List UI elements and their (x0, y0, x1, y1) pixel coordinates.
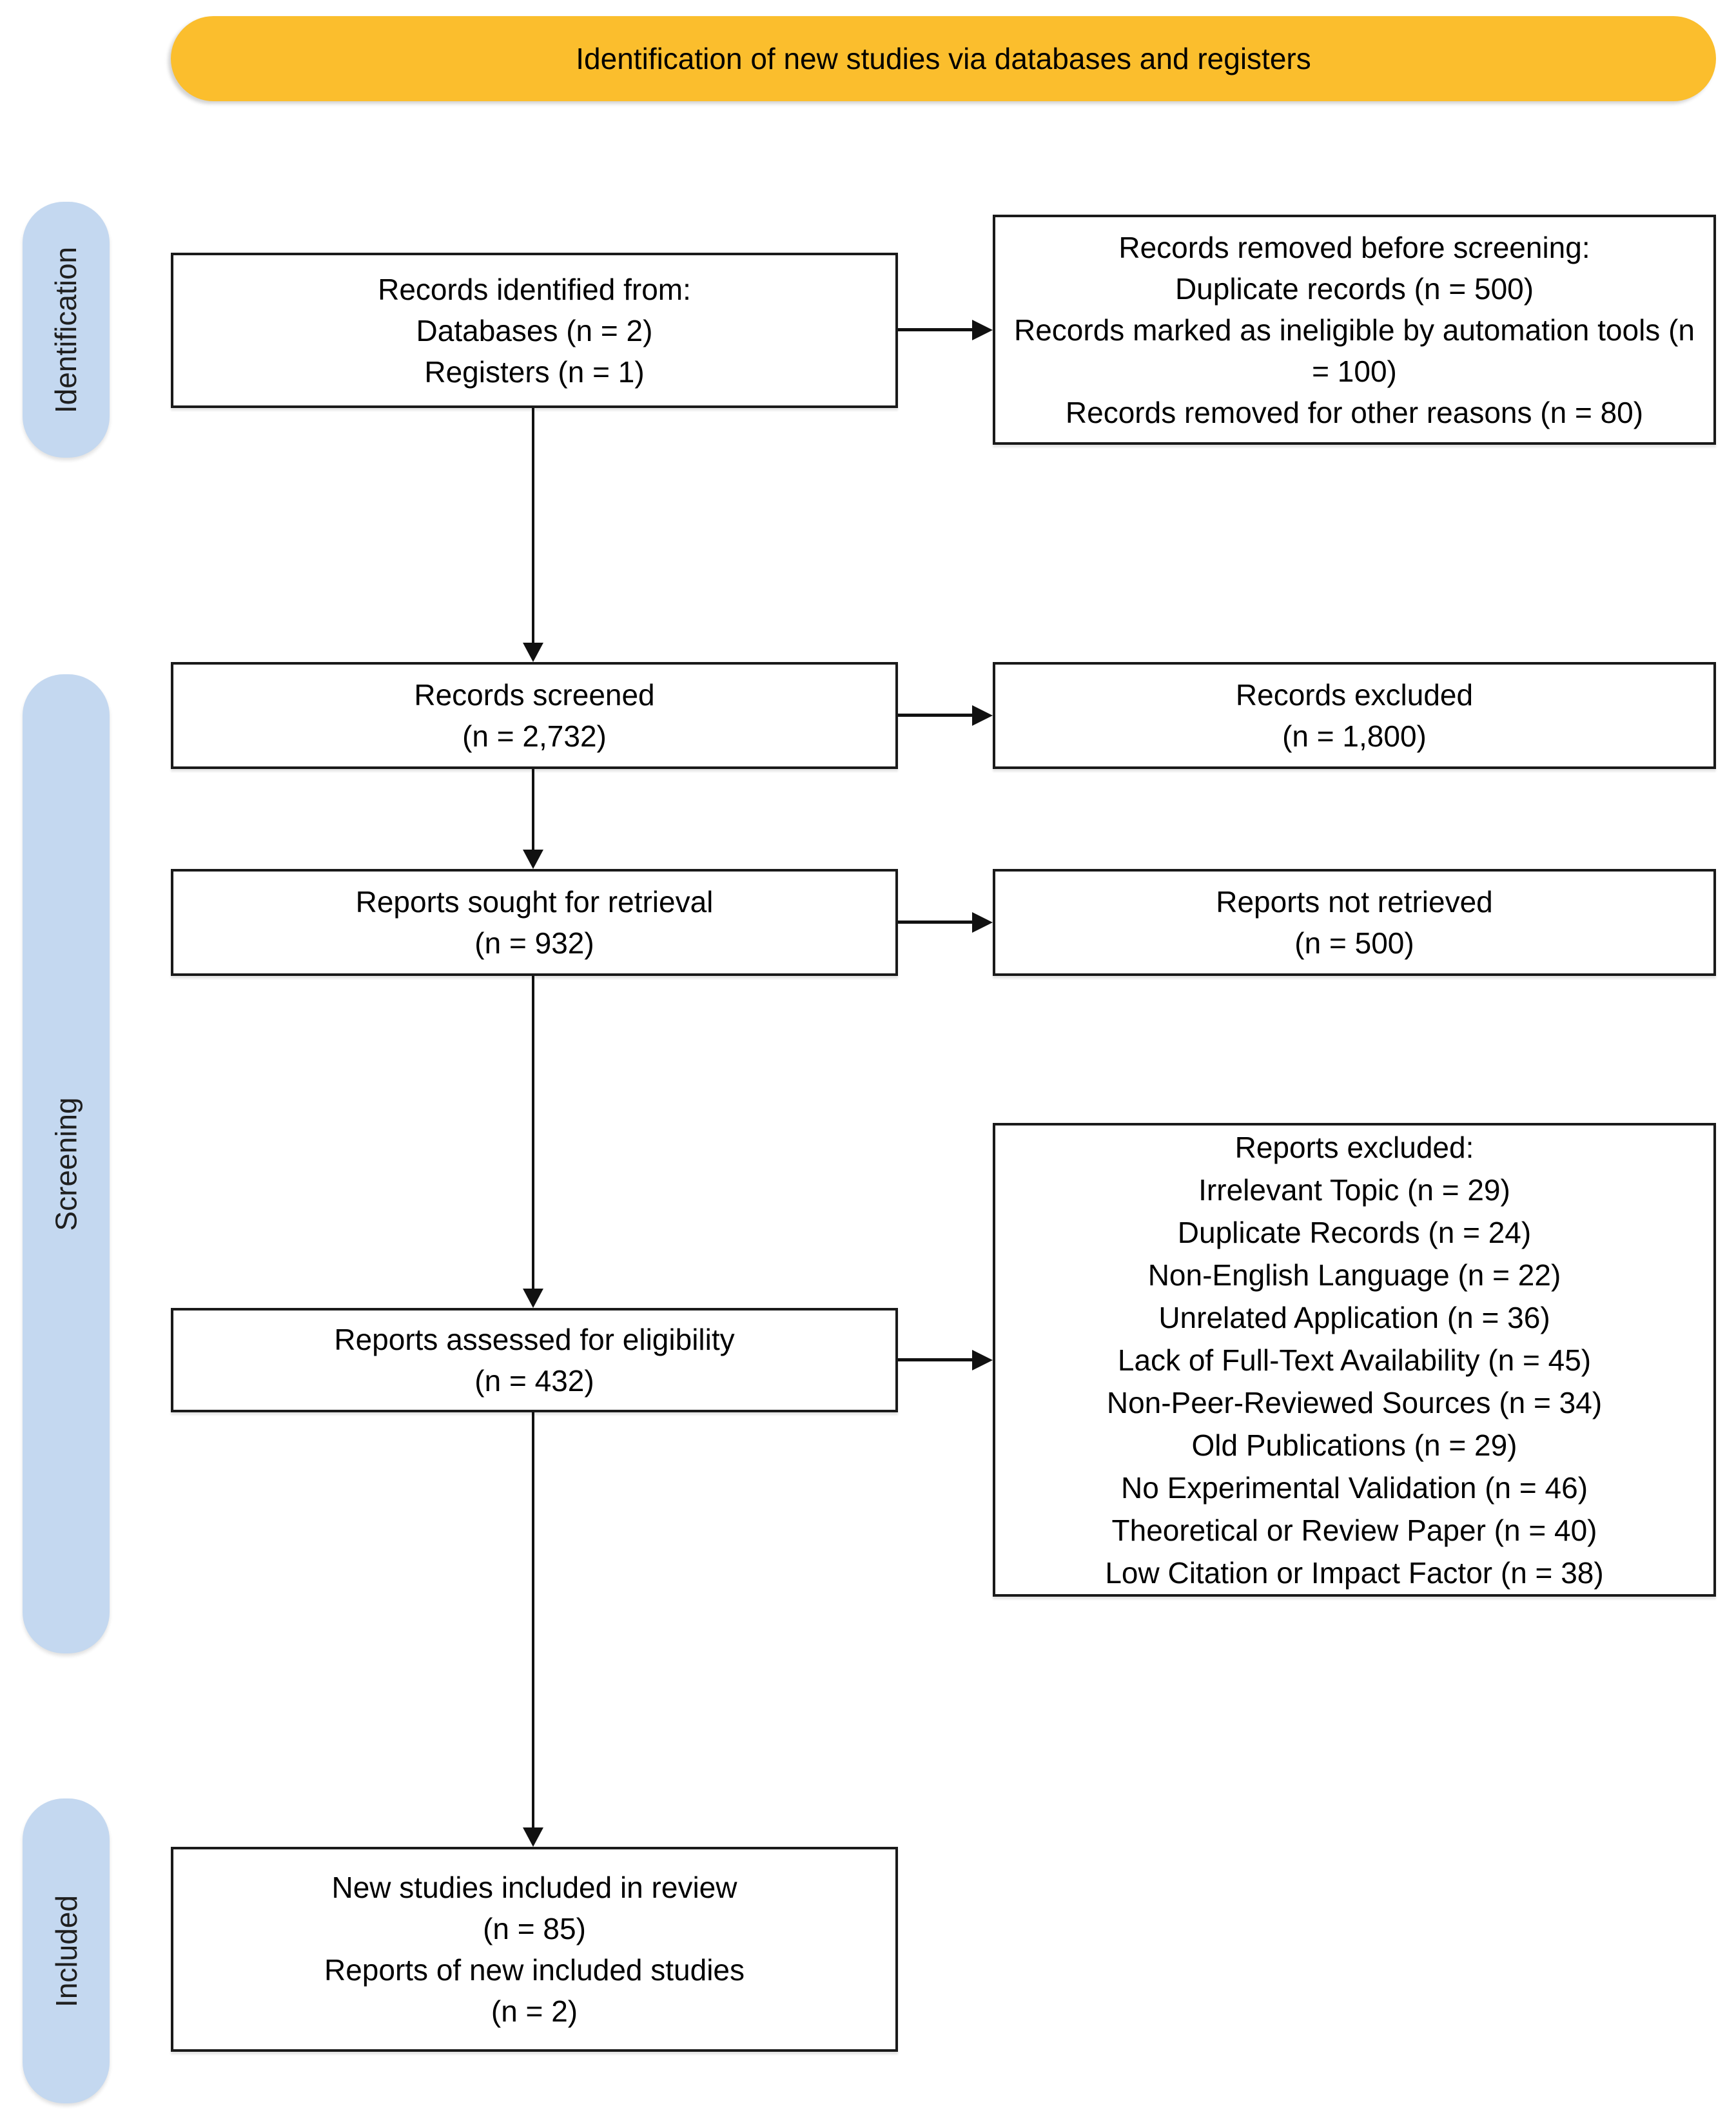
box-line: Non-English Language (n = 22) (1147, 1258, 1561, 1292)
box-line: Low Citation or Impact Factor (n = 38) (1105, 1555, 1604, 1590)
arrow-sought-to-assessed-head (523, 1289, 543, 1308)
box-line: Reports assessed for eligibility (334, 1323, 735, 1356)
box-line: Reports sought for retrieval (355, 885, 714, 919)
box-line: Unrelated Application (n = 36) (1158, 1300, 1550, 1334)
box-line: Records screened (414, 678, 655, 712)
box-records-identified: Records identified from: Databases (n = 2… (171, 253, 898, 408)
box-line: Reports excluded: (1234, 1130, 1474, 1164)
box-line: Old Publications (n = 29) (1191, 1428, 1517, 1462)
box-reports-sought: Reports sought for retrieval (n = 932) (171, 869, 898, 976)
box-line: (n = 432) (474, 1364, 594, 1398)
arrow-identified-to-removed-head (972, 320, 993, 340)
arrow-screened-to-sought-line (532, 769, 534, 850)
arrow-sought-to-notretrieved-line (898, 921, 972, 924)
box-line: Duplicate records (n = 500) (1175, 271, 1534, 306)
box-line: Registers (n = 1) (424, 355, 645, 389)
stage-label-identification: Identification (23, 202, 110, 458)
arrow-sought-to-notretrieved-head (972, 912, 993, 933)
box-line: Records marked as ineligible by automati… (1014, 313, 1695, 388)
stage-label-included: Included (23, 1798, 110, 2103)
box-line: (n = 1,800) (1282, 719, 1427, 753)
box-records-removed: Records removed before screening: Duplica… (993, 215, 1716, 445)
arrow-screened-to-excluded-line (898, 714, 972, 717)
box-line: (n = 932) (474, 926, 594, 960)
box-line: (n = 85) (483, 1912, 586, 1945)
box-line: Records removed for other reasons (n = 8… (1065, 395, 1644, 429)
arrow-assessed-to-reportsexcluded-head (972, 1350, 993, 1370)
box-line: No Experimental Validation (n = 46) (1120, 1470, 1588, 1505)
stage-label-included-text: Included (49, 1895, 83, 2007)
stage-label-identification-text: Identification (49, 246, 83, 413)
box-line: Reports not retrieved (1216, 885, 1493, 919)
box-line: (n = 2,732) (462, 719, 607, 753)
box-line: Records excluded (1235, 678, 1474, 712)
arrow-sought-to-assessed-line (532, 976, 534, 1289)
box-records-screened: Records screened (n = 2,732) (171, 662, 898, 769)
box-line: (n = 500) (1294, 926, 1414, 960)
box-records-excluded: Records excluded (n = 1,800) (993, 662, 1716, 769)
box-line: Irrelevant Topic (n = 29) (1198, 1173, 1510, 1207)
stage-label-screening-text: Screening (49, 1096, 83, 1231)
box-line: Theoretical or Review Paper (n = 40) (1111, 1513, 1597, 1547)
box-line: Non-Peer-Reviewed Sources (n = 34) (1106, 1385, 1603, 1419)
arrow-screened-to-excluded-head (972, 705, 993, 726)
box-reports-excluded: Reports excluded: Irrelevant Topic (n = 2… (993, 1123, 1716, 1597)
arrow-identified-to-screened-head (523, 643, 543, 662)
box-line: Records identified from: (378, 272, 691, 306)
box-line: (n = 2) (491, 1994, 578, 2028)
stage-label-screening: Screening (23, 674, 110, 1653)
box-line: New studies included in review (331, 1871, 737, 1904)
arrow-identified-to-removed-line (898, 328, 972, 331)
box-line: Duplicate Records (n = 24) (1177, 1215, 1532, 1249)
arrow-identified-to-screened-line (532, 408, 534, 643)
box-line: Reports of new included studies (324, 1953, 745, 1987)
arrow-assessed-to-reportsexcluded-line (898, 1358, 972, 1361)
title-banner: Identification of new studies via databa… (171, 16, 1716, 101)
box-new-studies-included: New studies included in review (n = 85) Re… (171, 1847, 898, 2052)
arrow-assessed-to-included-head (523, 1827, 543, 1847)
box-reports-assessed: Reports assessed for eligibility (n = 432… (171, 1308, 898, 1412)
box-line: Records removed before screening: (1118, 230, 1590, 264)
box-line: Lack of Full-Text Availability (n = 45) (1117, 1343, 1592, 1377)
arrow-assessed-to-included-line (532, 1412, 534, 1827)
title-banner-text: Identification of new studies via databa… (576, 42, 1311, 75)
box-reports-not-retrieved: Reports not retrieved (n = 500) (993, 869, 1716, 976)
box-line: Databases (n = 2) (416, 313, 653, 347)
arrow-screened-to-sought-head (523, 850, 543, 869)
